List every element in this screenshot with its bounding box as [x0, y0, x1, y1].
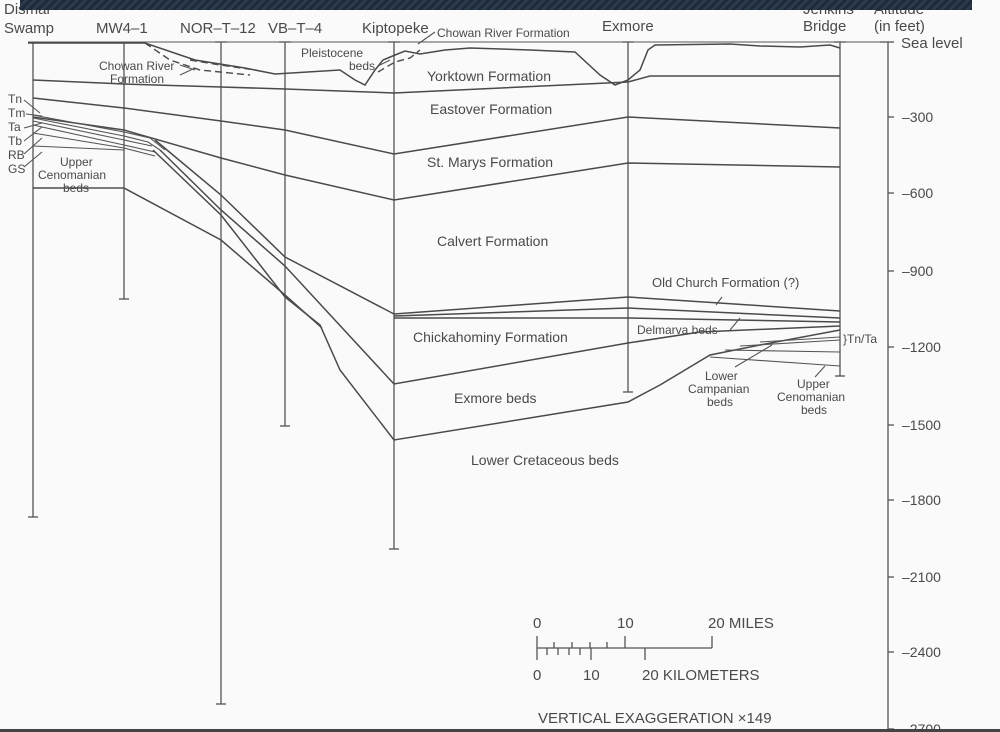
scale-miles-20: 20 MILES	[708, 615, 774, 632]
axis-tick: –600	[902, 185, 933, 201]
label-rb: RB	[8, 148, 25, 162]
label-chowan-right: Chowan River Formation	[437, 26, 570, 40]
lower-campanian-base	[709, 356, 841, 367]
label-upper-cenomanian-l3: beds	[63, 181, 89, 195]
label-exmore-beds: Exmore beds	[454, 390, 536, 406]
axis-tick: –2700	[902, 721, 941, 732]
yorktown-base	[32, 75, 840, 94]
label-gs: GS	[8, 162, 25, 176]
label-delmarva: Delmarva beds	[637, 323, 718, 337]
stmarys-base	[32, 116, 841, 201]
scale-bar	[536, 636, 713, 660]
chickahominy-base	[159, 149, 841, 385]
calvert-base	[154, 139, 841, 315]
delmarva-top	[394, 317, 841, 323]
label-eastover: Eastover Formation	[430, 101, 552, 117]
label-pleistocene-2: beds	[349, 59, 375, 73]
well-label-exmore: Exmore	[602, 18, 654, 35]
label-tn: Tn	[8, 92, 22, 106]
scale-km-0: 0	[533, 667, 541, 684]
label-lower-campanian-1: Lower	[705, 369, 738, 383]
altitude-axis	[880, 41, 894, 732]
label-lower-campanian-2: Campanian	[688, 382, 749, 396]
vertical-exaggeration: VERTICAL EXAGGERATION ×149	[538, 710, 772, 727]
pleistocene-dashed	[377, 49, 421, 73]
scale-km-20: 20 KILOMETERS	[642, 667, 760, 684]
label-lower-cretaceous: Lower Cretaceous beds	[471, 452, 619, 468]
label-upper-cenomanian-r1: Upper	[797, 377, 830, 391]
bottom-edge-bar	[0, 729, 1000, 732]
exmore-base	[152, 149, 841, 441]
axis-tick-sea-level: Sea level	[901, 35, 963, 52]
label-chowan-left-2: Formation	[110, 72, 164, 86]
axis-tick: –1500	[902, 417, 941, 433]
well-label-mw4-1: MW4–1	[96, 20, 148, 37]
label-oldchurch: Old Church Formation (?)	[652, 275, 799, 290]
axis-title-units: (in feet)	[874, 18, 925, 35]
scale-miles-0: 0	[533, 615, 541, 632]
chowan-dashed-lower	[144, 42, 251, 76]
scale-km-10: 10	[583, 667, 600, 684]
label-chickahominy: Chickahominy Formation	[413, 329, 568, 345]
label-upper-cenomanian-l1: Upper	[60, 155, 93, 169]
label-upper-cenomanian-r2: Cenomanian	[777, 390, 845, 404]
label-yorktown: Yorktown Formation	[427, 68, 551, 84]
eastover-base	[32, 97, 841, 155]
axis-tick: –1800	[902, 492, 941, 508]
axis-tick: –1200	[902, 339, 941, 355]
label-upper-cenomanian-l2: Cenomanian	[38, 168, 106, 182]
well-label-vb-t-4: VB–T–4	[268, 20, 322, 37]
axis-tick: –900	[902, 263, 933, 279]
top-overlay-bar	[20, 0, 972, 10]
well-label-nor-t-12: NOR–T–12	[180, 20, 256, 37]
oldchurch-base	[393, 307, 841, 319]
axis-tick: –300	[902, 109, 933, 125]
axis-tick: –2400	[902, 644, 941, 660]
label-upper-cenomanian-r3: beds	[801, 403, 827, 417]
label-lower-campanian-3: beds	[707, 395, 733, 409]
well-label-swamp: Swamp	[4, 20, 54, 37]
label-ta: Ta	[8, 120, 21, 134]
surface-line	[28, 42, 841, 86]
label-pleistocene-1: Pleistocene	[301, 46, 363, 60]
label-calvert: Calvert Formation	[437, 233, 548, 249]
upper-cenomanian-base	[33, 187, 323, 329]
label-stmarys: St. Marys Formation	[427, 154, 553, 170]
label-tb: Tb	[8, 134, 22, 148]
well-label-bridge: Bridge	[803, 18, 846, 35]
label-tm: Tm	[8, 106, 25, 120]
scale-miles-10: 10	[617, 615, 634, 632]
well-lines	[28, 41, 846, 705]
label-tn-ta: }Tn/Ta	[843, 332, 877, 346]
axis-tick: –2100	[902, 569, 941, 585]
label-chowan-left-1: Chowan River	[99, 59, 174, 73]
well-label-kiptopeke: Kiptopeke	[362, 20, 429, 37]
